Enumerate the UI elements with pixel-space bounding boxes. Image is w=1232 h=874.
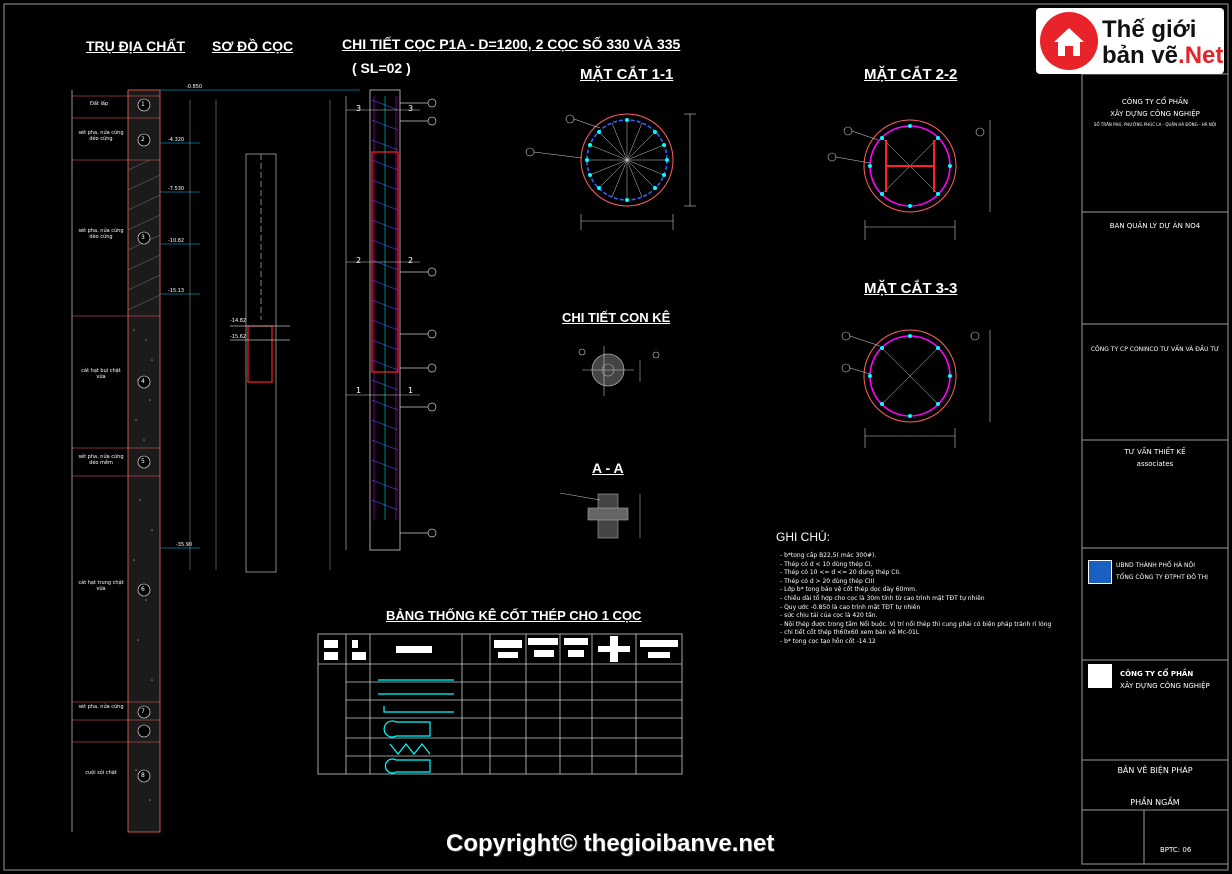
elevation-label: -10.82 [168, 238, 185, 244]
sheet-number: BPTC: 06 [1160, 846, 1192, 854]
title-rebar-table: BẢNG THỐNG KÊ CỐT THÉP CHO 1 CỌC [386, 608, 642, 623]
title-spacer-detail: CHI TIẾT CON KÊ [562, 310, 671, 325]
soil-label: Đất lấp [90, 101, 109, 107]
rebar-table [317, 633, 683, 775]
company-name-2: XÂY DỰNG CÔNG NGHIỆP [1110, 110, 1200, 118]
note-item: - sức chịu tải của cọc là 420 tấn. [780, 612, 878, 620]
copyright-watermark: Copyright© thegioibanve.net [446, 830, 775, 857]
logo-line-2: bản vẽ.Net [1102, 42, 1224, 69]
soil-no: 5 [141, 458, 145, 465]
soil-label: cuội sỏi chặt [85, 770, 117, 776]
section-3-3 [841, 329, 991, 448]
section-marker: 2 [356, 256, 362, 265]
company-name-1: CÔNG TY CỔ PHẦN [1121, 98, 1189, 106]
soil-no: 6 [141, 586, 145, 593]
title-pile-scheme: SƠ ĐỒ CỌC [212, 38, 294, 54]
logo-line-1: Thế giới [1102, 16, 1197, 43]
note-item: - Thép có d < 10 dùng thép CI. [780, 560, 873, 568]
title-section-2: MẶT CẮT 2-2 [864, 66, 958, 83]
contractor-name-1: CÔNG TY CỔ PHẦN [1120, 670, 1194, 678]
spacer-detail [578, 346, 660, 396]
pile-scheme [230, 153, 290, 573]
soil-column [71, 89, 161, 833]
project-owner: BAN QUẢN LÝ DỰ ÁN NO4 [1109, 222, 1201, 230]
soil-label: sét pha, nửa cứng dẻo cứng [78, 130, 124, 142]
soil-label: sét pha, nửa cứng dẻo cứng [78, 228, 124, 240]
elevation-label: -15.13 [168, 288, 185, 294]
soil-no: 8 [141, 772, 145, 779]
designer-label: TƯ VẤN THIẾT KẾ [1124, 448, 1186, 456]
note-item: - Lớp b* tong bảo vệ cốt thép dọc dày 60… [780, 586, 917, 594]
title-block [1081, 73, 1229, 865]
house-icon [1040, 12, 1098, 70]
notes-heading: GHI CHÚ: [776, 530, 830, 544]
title-pile-detail: CHI TIẾT CỌC P1A - D=1200, 2 CỌC SỐ 330 … [342, 36, 681, 52]
consultant: CÔNG TY CP CONINCO TƯ VẤN VÀ ĐẦU TƯ [1090, 346, 1220, 353]
soil-no: 3 [141, 234, 145, 241]
soil-no: 7 [141, 708, 145, 715]
elevation-label: -7.530 [168, 186, 185, 192]
note-item: - chi tiết cốt thép th60x60 xem bản vẽ M… [780, 629, 920, 637]
elevation-label: -14.82 [230, 318, 247, 324]
city-emblem-icon [1088, 560, 1112, 584]
note-item: - chiều dài tổ hợp cho cọc là 30m tính t… [780, 594, 985, 602]
pile-quantity: ( SL=02 ) [352, 60, 411, 76]
title-section-a: A - A [592, 460, 624, 476]
drawing-subtitle: PHẦN NGẦM [1130, 798, 1180, 807]
section-marker: 3 [408, 104, 414, 113]
drawing-title: BẢN VẼ BIỆN PHÁP [1117, 766, 1193, 775]
title-section-3: MẶT CẮT 3-3 [864, 280, 958, 297]
soil-no: 2 [141, 136, 145, 143]
note-item: - Nội thép được trong tấm Nối buộc. Vị t… [780, 620, 1052, 628]
soil-label: sét pha, nửa cứng dẻo mềm [78, 454, 124, 466]
section-1-1 [525, 113, 696, 230]
section-marker: 1 [408, 386, 414, 395]
note-item: - b*tong cấp B22,5( mác 300#). [780, 552, 877, 559]
note-item: - Quy ước -0.850 là cao trình mặt TĐT tự… [780, 603, 921, 611]
contractor-logo-icon [1088, 664, 1112, 688]
city-authority: UBND THÀNH PHỐ HÀ NỘI [1116, 562, 1195, 569]
note-item: - Thép có 10 <= d <= 20 dùng thép CII. [780, 569, 901, 577]
title-section-1: MẶT CẮT 1-1 [580, 66, 674, 83]
corporation: TỔNG CÔNG TY ĐTPHT ĐÔ THỊ [1116, 574, 1208, 581]
elevation-label: -35.90 [176, 542, 193, 548]
brand-logo: Thế giới bản vẽ.Net [1036, 8, 1224, 74]
soil-no: 1 [141, 101, 145, 108]
note-item: - Thép có d > 20 dùng thép CIII [780, 577, 875, 585]
pile-detail [345, 89, 437, 551]
contractor-name-2: XÂY DỰNG CÔNG NGHIỆP [1120, 682, 1210, 690]
section-a-a [559, 492, 641, 539]
title-soil-column: TRỤ ĐỊA CHẤT [86, 38, 186, 54]
elevation-label: -0.850 [186, 84, 203, 90]
section-marker: 1 [356, 386, 362, 395]
company-address: SỐ TRẦN PHÚ, PHƯỜNG PHÚC LA - QUẬN HÀ ĐÔ… [1093, 122, 1217, 127]
note-item: - b* tong cọc tạo hỗn cốt -14.12 [780, 637, 876, 645]
section-marker: 2 [408, 256, 414, 265]
soil-label: sét pha, nửa cứng [78, 704, 124, 710]
section-2-2 [827, 119, 991, 240]
elevation-label: -15.62 [230, 334, 247, 340]
notes-list: - b*tong cấp B22,5( mác 300#). - Thép có… [780, 552, 1051, 647]
designer-name: associates [1136, 460, 1174, 468]
soil-no: 4 [141, 378, 145, 385]
soil-label: cát hạt trung chặt vừa [78, 580, 124, 592]
section-marker: 3 [356, 104, 362, 113]
elevation-label: -4.320 [168, 137, 185, 143]
soil-label: cát hạt bụi chặt vừa [81, 368, 121, 380]
